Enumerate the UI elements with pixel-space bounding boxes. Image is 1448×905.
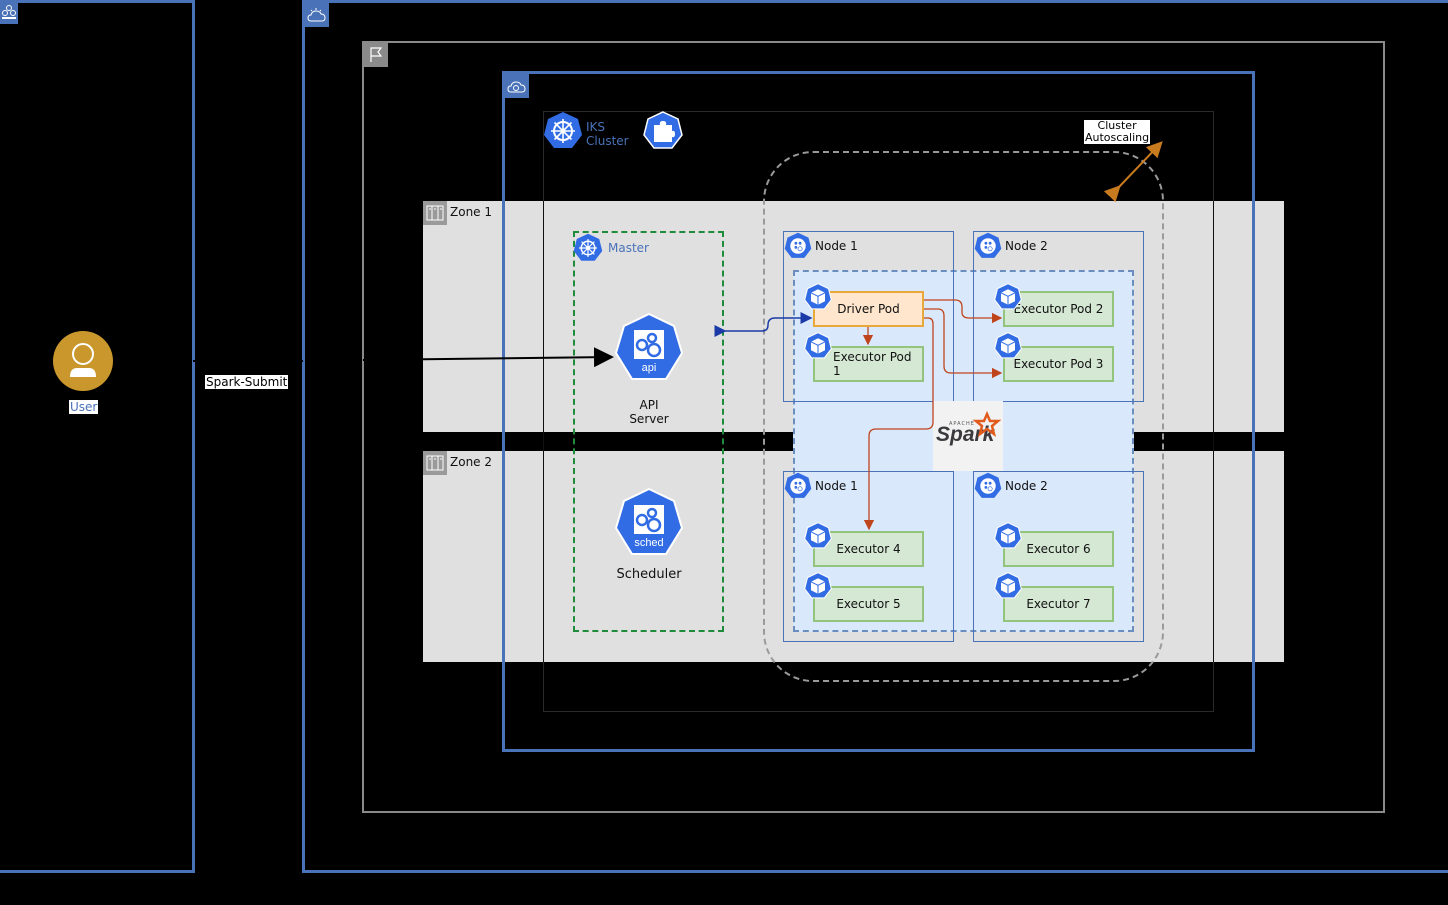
pod-icon <box>804 332 832 364</box>
datacenter-icon <box>423 451 447 475</box>
executor-pod-1[interactable]: Executor Pod 1 <box>813 346 924 382</box>
api-server-line1: API <box>639 398 659 412</box>
kubernetes-icon <box>543 111 583 155</box>
pod-icon <box>994 522 1022 554</box>
autoscaling-line2: Autoscaling <box>1085 131 1150 144</box>
executor-6[interactable]: Executor 6 <box>1003 531 1114 567</box>
flag-icon <box>364 43 388 67</box>
pod-icon <box>994 332 1022 364</box>
node-label: Node 2 <box>1005 239 1048 253</box>
ibm-cloud-icon <box>305 3 329 27</box>
spark-star-icon <box>972 410 1002 437</box>
pod-icon <box>994 572 1022 604</box>
zone-label: Zone 1 <box>450 205 492 219</box>
master-group <box>573 231 724 632</box>
pod-icon <box>804 283 832 315</box>
pod-icon <box>804 572 832 604</box>
scheduler-icon[interactable]: sched <box>614 487 684 560</box>
node-label: Node 1 <box>815 239 858 253</box>
cluster-title-line1: IKS <box>586 120 606 134</box>
scheduler-label: Scheduler <box>616 567 682 582</box>
executor-7[interactable]: Executor 7 <box>1003 586 1114 622</box>
vpc-boundary-line <box>1252 201 1255 662</box>
user-avatar[interactable] <box>53 331 113 391</box>
ibm-cloud-vpc-icon <box>505 74 529 98</box>
node-zone2-node2[interactable]: Node 2 <box>973 471 1144 642</box>
executor-pod-3[interactable]: Executor Pod 3 <box>1003 346 1114 382</box>
cloud-boundary <box>302 0 1448 873</box>
autoscaling-group <box>763 151 1164 682</box>
node-icon <box>974 232 1002 264</box>
node-icon <box>784 472 812 504</box>
puzzle-piece-icon <box>643 111 683 155</box>
driver-exec2-arrow <box>924 299 1003 324</box>
node-icon <box>974 472 1002 504</box>
user-boundary <box>0 0 195 873</box>
api-server-label: API Server <box>614 398 684 426</box>
user-group-icon <box>0 0 18 24</box>
autoscaling-label: Cluster Autoscaling <box>1084 119 1151 144</box>
vpc-boundary-line <box>502 201 505 662</box>
executor-5[interactable]: Executor 5 <box>813 586 924 622</box>
spark-submit-arrow <box>193 357 612 361</box>
driver-exec3-arrow <box>924 308 1003 379</box>
kubernetes-icon <box>573 233 603 267</box>
pod-icon <box>804 522 832 554</box>
node-icon <box>784 232 812 264</box>
user-label: User <box>69 400 99 414</box>
node-label: Node 1 <box>815 479 858 493</box>
executor-pod-2[interactable]: Executor Pod 2 <box>1003 291 1114 327</box>
pod-icon <box>994 283 1022 315</box>
master-label: Master <box>608 241 649 255</box>
cluster-boundary-line <box>1213 201 1214 662</box>
driver-exec4-arrow <box>863 317 934 531</box>
node-label: Node 2 <box>1005 479 1048 493</box>
driver-pod[interactable]: Driver Pod <box>813 291 924 327</box>
region-boundary <box>362 41 1385 813</box>
api-server-line2: Server <box>629 412 669 426</box>
apache-spark-logo: APACHE Spark <box>933 401 1003 471</box>
node-zone2-node1[interactable]: Node 1 <box>783 471 954 642</box>
api-badge: api <box>642 362 657 374</box>
cluster-title-line2: Cluster <box>586 134 629 148</box>
zone-label: Zone 2 <box>450 455 492 469</box>
spark-logo-word: Spark <box>936 423 995 446</box>
cluster-boundary-line <box>543 201 544 662</box>
executor-4[interactable]: Executor 4 <box>813 531 924 567</box>
scheduler-badge: sched <box>634 537 663 549</box>
autoscaling-line1: Cluster <box>1097 119 1137 132</box>
node-zone1-node2[interactable]: Node 2 <box>973 231 1144 402</box>
cluster-title: IKS Cluster <box>586 120 629 148</box>
spark-logo-small: APACHE <box>949 421 975 427</box>
user-icon <box>70 343 96 377</box>
spark-submit-label: Spark-Submit <box>205 375 289 389</box>
datacenter-icon <box>423 201 447 225</box>
api-driver-arrow <box>714 312 813 337</box>
